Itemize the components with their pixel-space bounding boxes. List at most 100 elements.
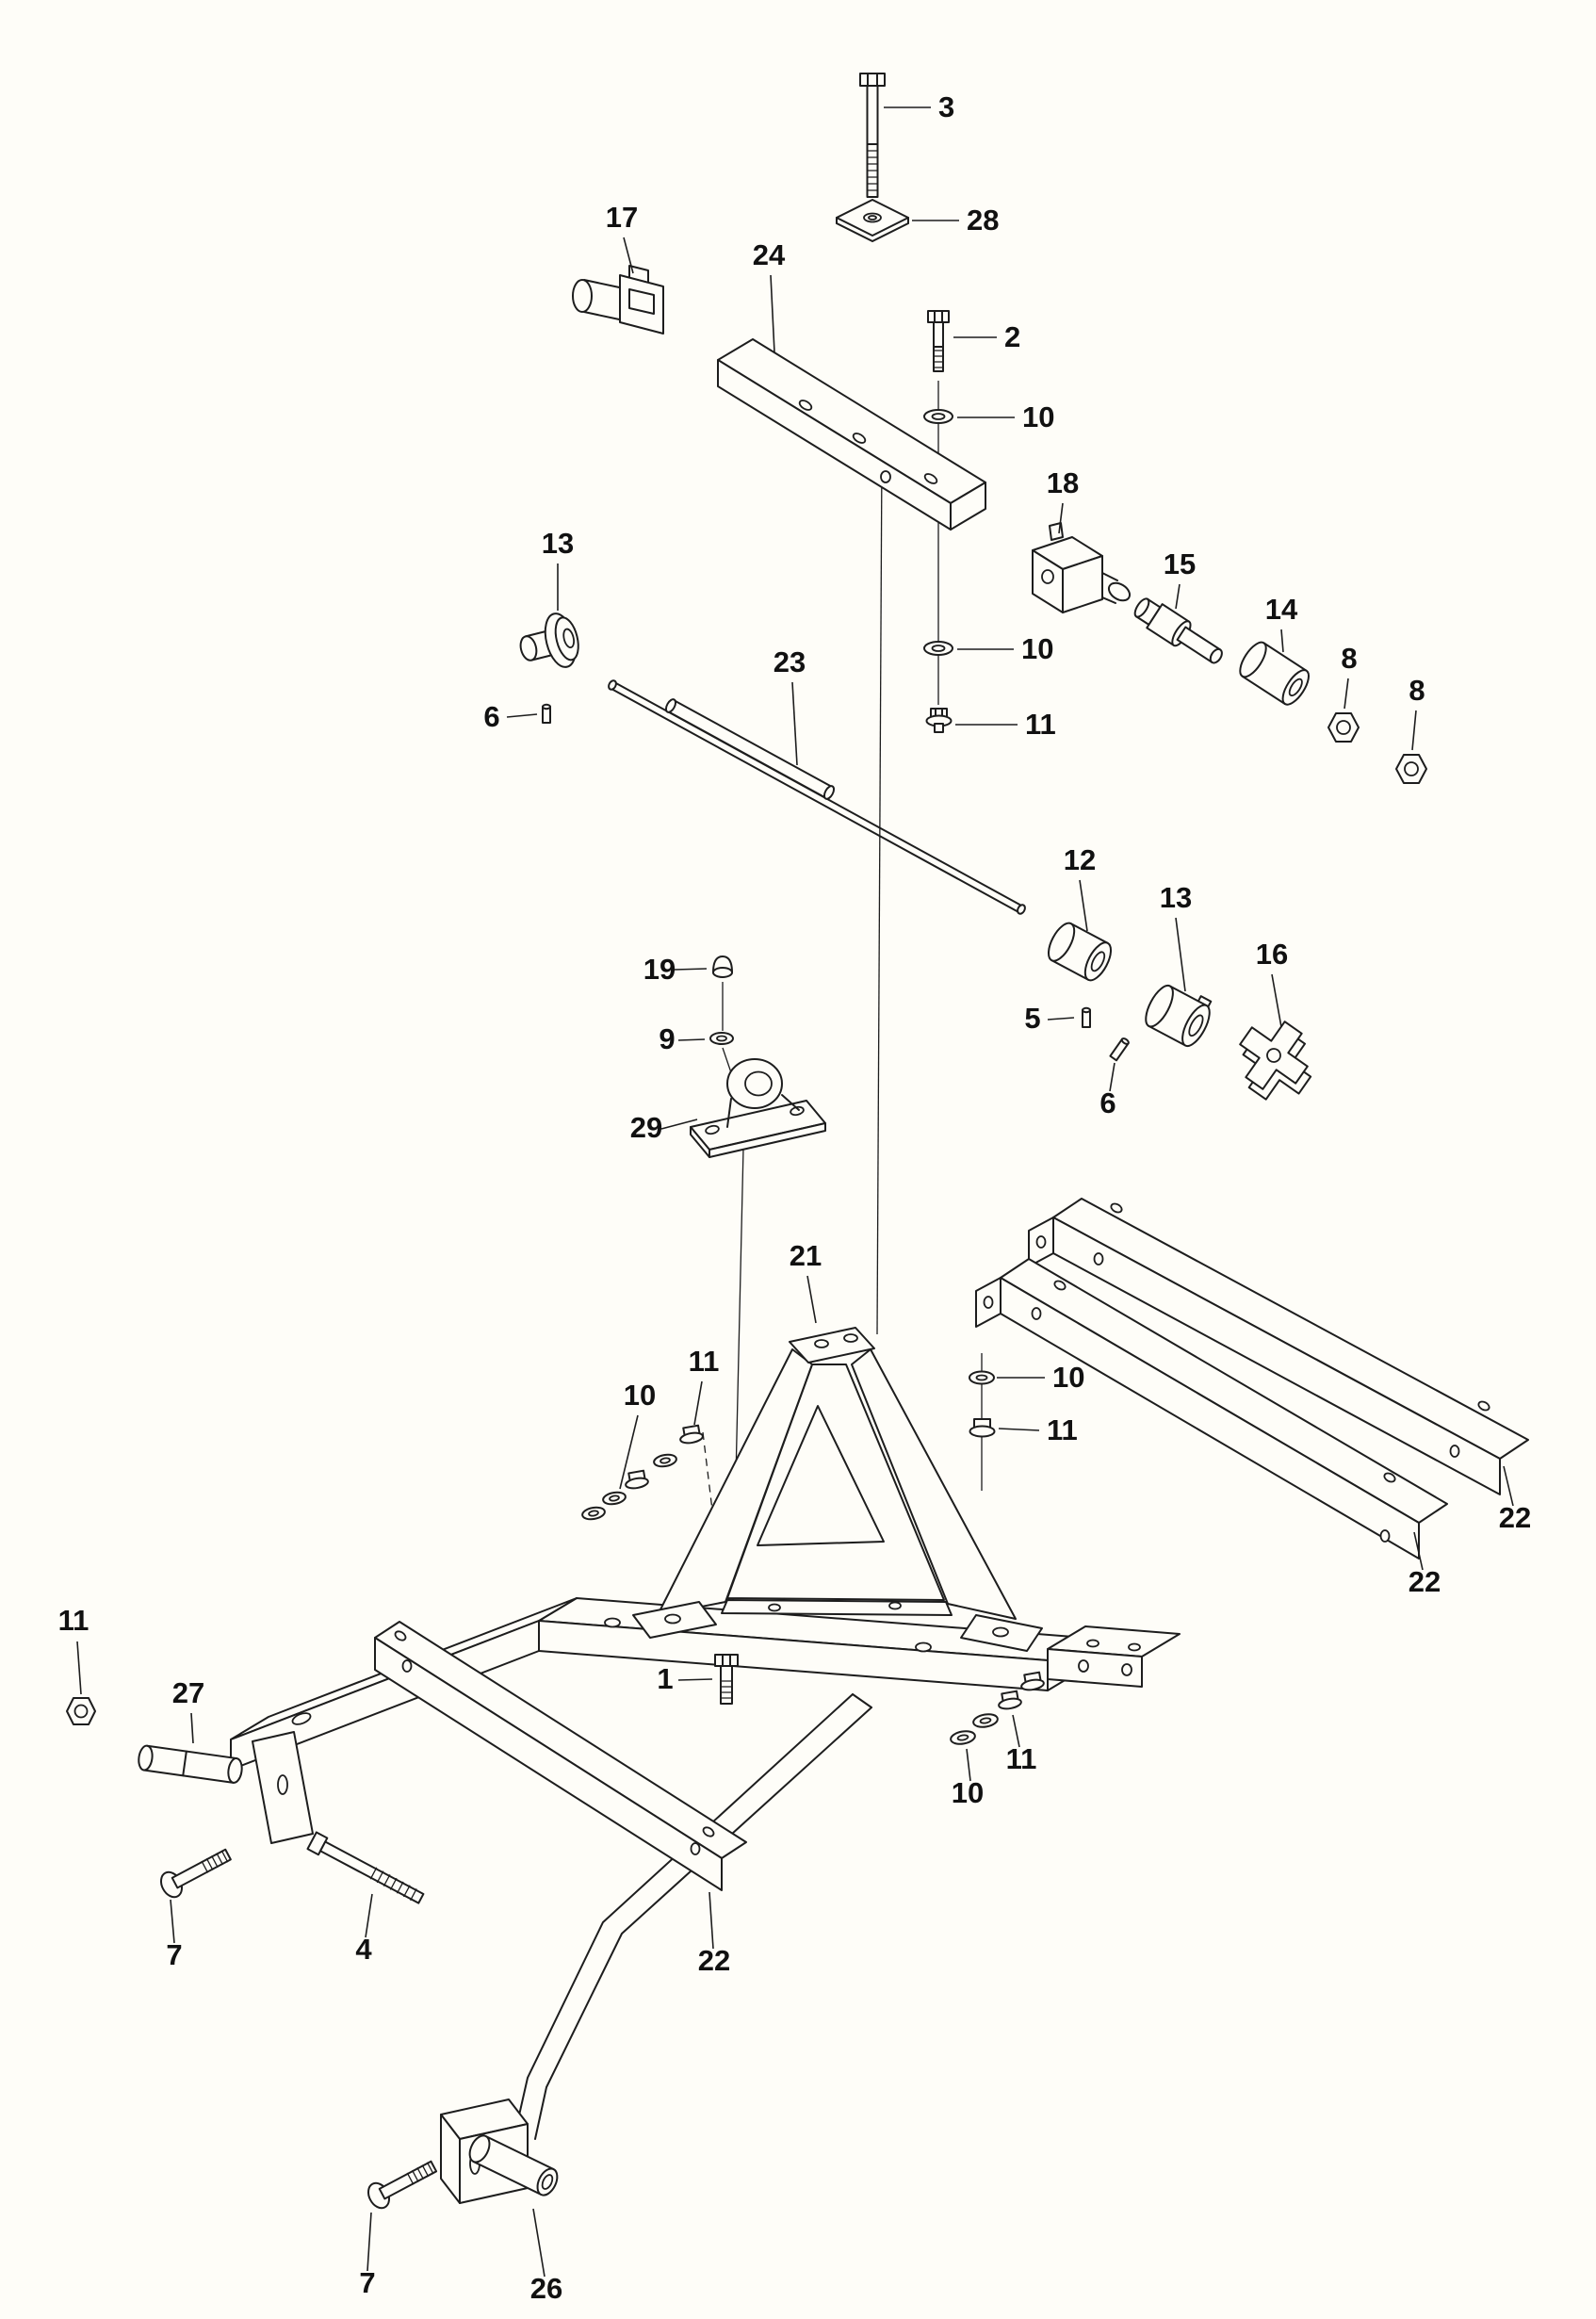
callout-c3: 3 — [938, 90, 954, 123]
leader-c22c — [708, 1891, 714, 1950]
callout-c6b: 6 — [1099, 1086, 1116, 1119]
part-11-flange-screw-a — [925, 708, 953, 733]
callout-c1: 1 — [657, 1662, 673, 1695]
callout-c6a: 6 — [483, 700, 499, 733]
callout-c13b: 13 — [1160, 881, 1192, 914]
leader-c24 — [770, 274, 775, 353]
part-5-pin — [1082, 1006, 1091, 1028]
leader-c16 — [1271, 973, 1282, 1028]
part-2-bolt — [927, 310, 950, 372]
callout-c22c: 22 — [698, 1944, 730, 1977]
part-29-pillow-block — [690, 1058, 826, 1158]
leader-c11e — [76, 1641, 82, 1695]
callout-c29: 29 — [630, 1111, 662, 1144]
callout-c10c: 10 — [1052, 1361, 1084, 1394]
part-10-washer-a — [923, 409, 953, 424]
leader-c11f — [1012, 1714, 1020, 1748]
leader-c18 — [1058, 502, 1064, 534]
callout-c17: 17 — [606, 201, 638, 234]
part-4-bolt — [306, 1831, 425, 1904]
callout-c2: 2 — [1004, 320, 1020, 353]
callout-c11a: 11 — [1025, 708, 1056, 741]
leader-c11c — [998, 1428, 1040, 1431]
part-15-shaft — [1133, 597, 1223, 664]
part-14-bushing — [1239, 641, 1310, 706]
leader-c19 — [674, 968, 708, 971]
leader-c7a — [170, 1899, 175, 1944]
callout-c23: 23 — [774, 645, 806, 678]
callout-c22a: 22 — [1499, 1501, 1531, 1534]
fastener-cluster-left — [581, 1424, 704, 1521]
callout-c18: 18 — [1047, 466, 1079, 499]
right-end-plate — [1047, 1625, 1181, 1688]
callout-c8b: 8 — [1409, 674, 1425, 707]
leader-c12 — [1079, 879, 1088, 932]
part-7-carriage-bolt-left — [159, 1848, 232, 1899]
leader-c10e — [966, 1748, 971, 1782]
callout-c19: 19 — [643, 953, 676, 986]
callout-c10b: 10 — [1021, 632, 1053, 665]
leader-c5 — [1047, 1017, 1075, 1021]
leader-c4 — [365, 1893, 373, 1938]
leader-c27 — [190, 1712, 194, 1744]
callout-c12: 12 — [1064, 843, 1096, 876]
leader-c21 — [806, 1275, 817, 1324]
leader-c11d — [693, 1380, 703, 1426]
part-8-nut-b — [1395, 754, 1427, 784]
part-12-collar — [1047, 922, 1113, 982]
part-22-angle-bracket-lower-left — [374, 1621, 747, 1891]
callout-c16: 16 — [1256, 938, 1288, 971]
leader-c13b — [1175, 917, 1186, 992]
callout-c9: 9 — [659, 1022, 675, 1055]
callout-c5: 5 — [1024, 1002, 1040, 1035]
callout-c11e: 11 — [58, 1604, 90, 1637]
leader-c6b — [1109, 1062, 1116, 1092]
fastener-cluster-right — [969, 1370, 996, 1438]
leader-c1 — [677, 1678, 713, 1681]
part-21-a-frame — [632, 1327, 1043, 1652]
callout-c11f: 11 — [1006, 1742, 1037, 1775]
part-23-rod — [608, 679, 1026, 915]
part-26-bracket — [440, 2099, 559, 2204]
part-10-washer-b — [923, 641, 953, 656]
callout-c10a: 10 — [1022, 400, 1054, 433]
part-22-angle-bracket-mid-right — [975, 1258, 1448, 1560]
part-7-carriage-bolt-bottom — [366, 2160, 438, 2210]
callout-c7b: 7 — [359, 2266, 375, 2299]
part-19-cap-nut — [712, 955, 733, 978]
part-17-fitting — [572, 265, 664, 335]
part-22-angle-bracket-upper-right — [1028, 1198, 1529, 1495]
part-11-nut-left — [66, 1697, 96, 1725]
leader-c15 — [1175, 583, 1181, 610]
callout-c8a: 8 — [1341, 642, 1357, 675]
callout-c11d: 11 — [689, 1345, 720, 1378]
leader-c29 — [660, 1119, 698, 1130]
bent-strap — [515, 1693, 872, 2140]
part-6-pin-left — [542, 703, 551, 724]
part-8-nut-a — [1327, 712, 1360, 743]
leader-c22a — [1503, 1465, 1514, 1507]
leader-c7b — [366, 2212, 372, 2272]
part-9-washer — [709, 1032, 734, 1045]
leader-c6a — [506, 713, 538, 718]
part-27-pivot-tube — [138, 1744, 243, 1784]
callout-c14: 14 — [1265, 593, 1298, 626]
callout-c15: 15 — [1164, 547, 1196, 580]
callout-c4: 4 — [355, 1933, 372, 1966]
part-16-spider — [1239, 1021, 1312, 1101]
callout-c27: 27 — [172, 1676, 204, 1709]
part-3-bolt — [859, 73, 886, 198]
part-6-pin-right — [1109, 1037, 1130, 1062]
callout-c7a: 7 — [166, 1938, 182, 1971]
callout-c11c: 11 — [1047, 1413, 1078, 1446]
leader-c8b — [1411, 710, 1417, 751]
leader-c23 — [791, 681, 798, 766]
callout-c10e: 10 — [952, 1776, 984, 1809]
part-28-plate — [836, 199, 909, 243]
part-13-collar-right — [1145, 984, 1213, 1048]
leader-c10d — [619, 1414, 639, 1490]
leader-c9 — [677, 1038, 706, 1041]
